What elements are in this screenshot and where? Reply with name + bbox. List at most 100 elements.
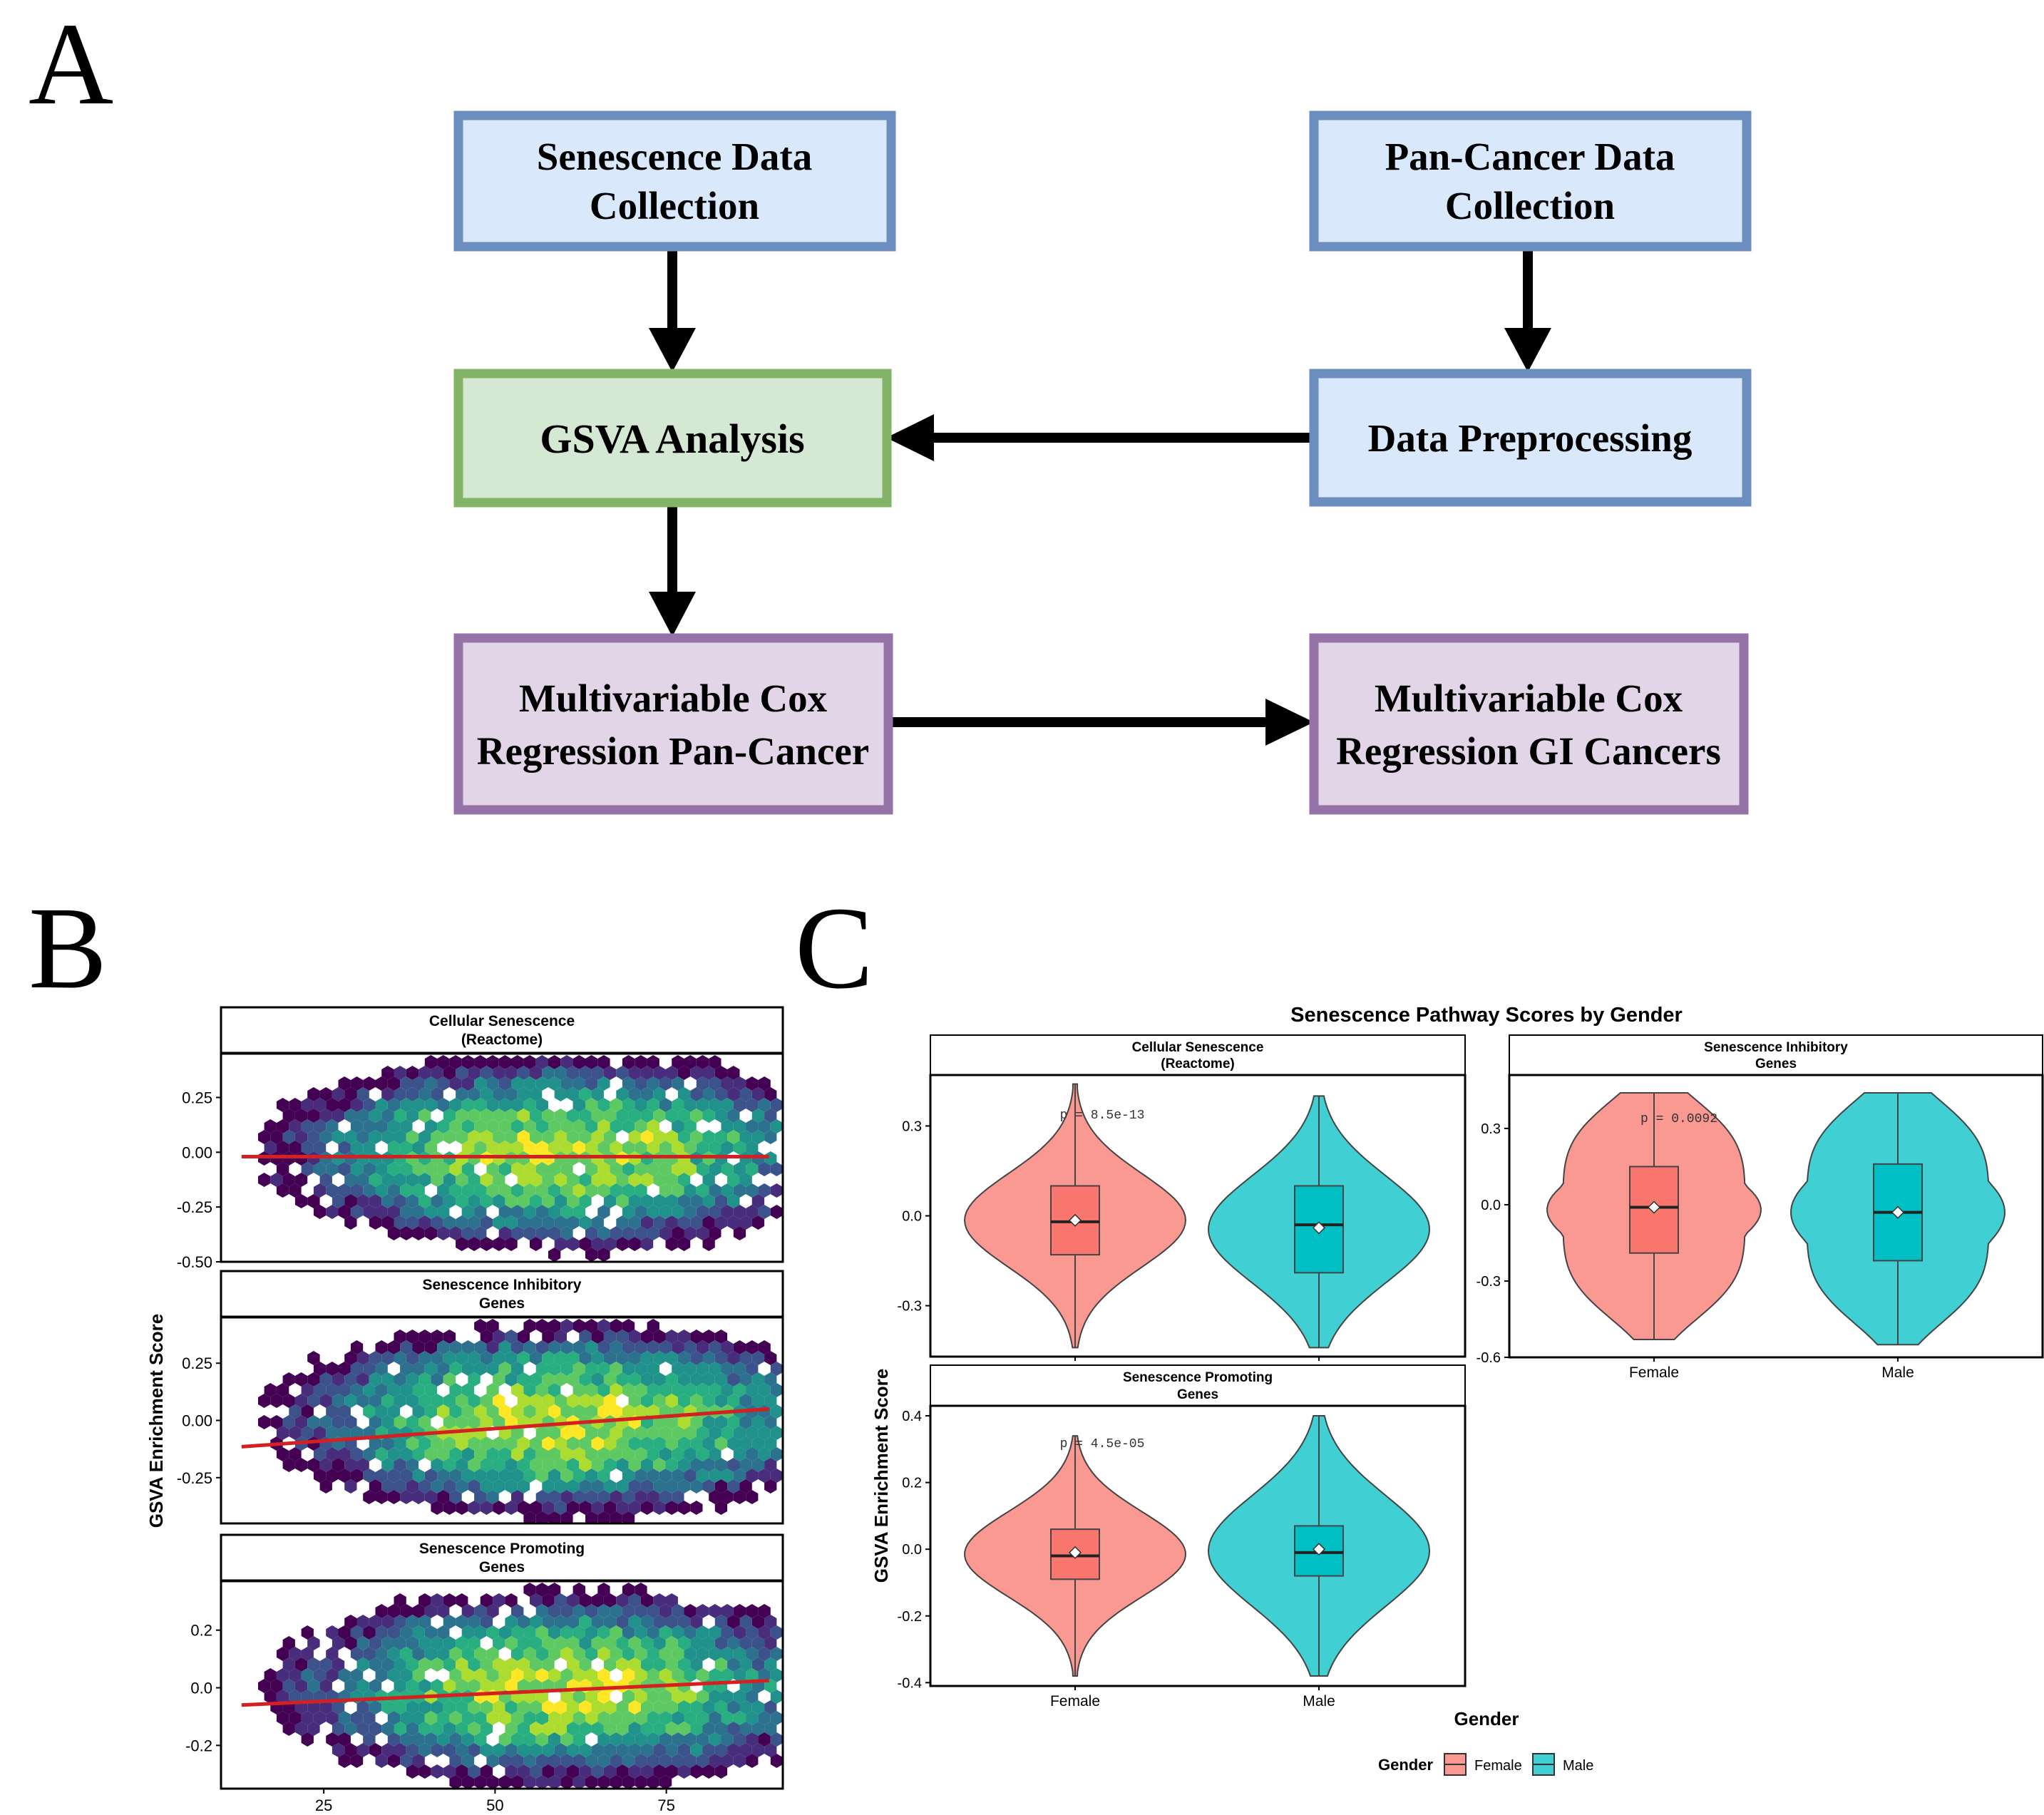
hexbin-cell <box>289 1647 302 1661</box>
hexbin-cell <box>733 1119 746 1133</box>
hexbin-cell <box>394 1615 406 1629</box>
hexbin-cell <box>431 1215 443 1230</box>
hexbin-cell <box>554 1237 567 1251</box>
hexbin-cell <box>486 1076 499 1091</box>
hexbin-cell <box>480 1479 493 1493</box>
hexbin-cell <box>721 1647 734 1661</box>
hexbin-cell <box>437 1098 450 1112</box>
hexbin-cell <box>560 1490 573 1504</box>
hexbin-cell <box>591 1636 604 1650</box>
hexbin-cell <box>702 1415 715 1429</box>
hexbin-cell <box>356 1194 369 1208</box>
violin-mean-marker <box>1068 1213 1082 1227</box>
hexbin-cell <box>535 1625 548 1640</box>
hexbin-cell <box>690 1436 703 1451</box>
hexbin-cell <box>640 1700 654 1714</box>
hexbin-cell <box>653 1109 666 1123</box>
hexbin-cell <box>721 1711 734 1725</box>
hexbin-cell <box>493 1479 505 1493</box>
hexbin-cell <box>530 1173 543 1187</box>
hexbin-cell <box>567 1700 580 1714</box>
hexbin-cell <box>363 1141 376 1155</box>
hexbin-cell <box>486 1183 499 1198</box>
node-coxpan-line1: Multivariable Cox <box>519 677 828 720</box>
hexbin-cell <box>746 1362 759 1376</box>
hexbin-cell <box>665 1237 678 1251</box>
hexbin-cell <box>677 1351 691 1365</box>
hexbin-cell <box>387 1183 401 1198</box>
hexbin-cell <box>356 1087 369 1101</box>
hexbin-cell <box>313 1183 327 1198</box>
hexbin-cell <box>603 1394 617 1408</box>
hexbin-cell <box>560 1625 573 1640</box>
hexbin-cell <box>406 1415 419 1429</box>
hexbin-cell <box>702 1237 715 1251</box>
hexbin-cell <box>332 1458 345 1472</box>
hexbin-cell <box>603 1722 617 1736</box>
hexbin-cell <box>456 1593 468 1608</box>
hexbin-cell <box>622 1647 635 1661</box>
hexbin-cell <box>665 1636 678 1650</box>
hexbin-cell <box>412 1404 425 1419</box>
hexbin-cell <box>480 1415 493 1429</box>
hexbin-cell <box>480 1109 493 1123</box>
hexbin-cell <box>603 1109 617 1123</box>
hexbin-cell <box>739 1636 752 1650</box>
hexbin-cell <box>696 1754 709 1768</box>
hexbin-cell <box>301 1404 314 1419</box>
hexbin-cell <box>548 1490 561 1504</box>
hexbin-cell <box>567 1215 580 1230</box>
hexbin-cell <box>468 1743 481 1757</box>
hexbin-cell <box>684 1340 697 1354</box>
hexbin-cell <box>709 1340 721 1354</box>
hexbin-cell <box>443 1351 456 1365</box>
hexbin-cell <box>326 1383 339 1397</box>
hexbin-cell <box>282 1636 295 1650</box>
hexbin-cell <box>412 1625 425 1640</box>
hexbin-cell <box>672 1362 684 1376</box>
hexbin-cell <box>647 1162 659 1176</box>
hexbin-cell <box>758 1647 771 1661</box>
hexbin-cell <box>264 1690 277 1704</box>
hexbin-cell <box>523 1469 536 1483</box>
hexbin-cell <box>350 1647 364 1661</box>
hexbin-cell <box>635 1625 647 1640</box>
hexbin-cell <box>677 1372 691 1387</box>
hexbin-cell <box>326 1647 339 1661</box>
hexbin-cell <box>394 1679 406 1693</box>
hexbin-cell <box>480 1351 493 1365</box>
hexbin-cell <box>431 1394 443 1408</box>
hexbin-facet0-cells <box>258 1055 783 1262</box>
hexbin-cell <box>381 1636 394 1650</box>
hexbin-cell <box>486 1711 499 1725</box>
hexbin-cell <box>677 1087 691 1101</box>
hexbin-cell <box>535 1583 548 1597</box>
hexbin-cell <box>326 1668 339 1682</box>
hexbin-ytick-label: 0.25 <box>182 1089 212 1106</box>
hexbin-cell <box>610 1625 622 1640</box>
hexbin-cell <box>394 1109 406 1123</box>
hexbin-cell <box>412 1162 425 1176</box>
hexbin-cell <box>610 1340 622 1354</box>
hexbin-cell <box>517 1130 530 1144</box>
hexbin-cell <box>474 1647 487 1661</box>
hexbin-cell <box>301 1647 314 1661</box>
hexbin-cell <box>530 1372 543 1387</box>
violin-ytick-label: -0.4 <box>898 1675 922 1691</box>
hexbin-cell <box>640 1351 654 1365</box>
hexbin-cell <box>332 1700 345 1714</box>
hexbin-cell <box>394 1722 406 1736</box>
hexbin-cell <box>350 1469 364 1483</box>
hexbin-cell <box>498 1076 511 1091</box>
hexbin-cell <box>375 1404 388 1419</box>
hexbin-cell <box>493 1372 505 1387</box>
hexbin-cell <box>635 1162 647 1176</box>
hexbin-cell <box>635 1775 647 1789</box>
hexbin-cell <box>418 1593 431 1608</box>
hexbin-cell <box>554 1764 567 1779</box>
hexbin-cell <box>548 1205 561 1219</box>
hexbin-cell <box>560 1426 573 1440</box>
violin-mean-marker <box>1647 1200 1661 1214</box>
hexbin-cell <box>591 1436 604 1451</box>
